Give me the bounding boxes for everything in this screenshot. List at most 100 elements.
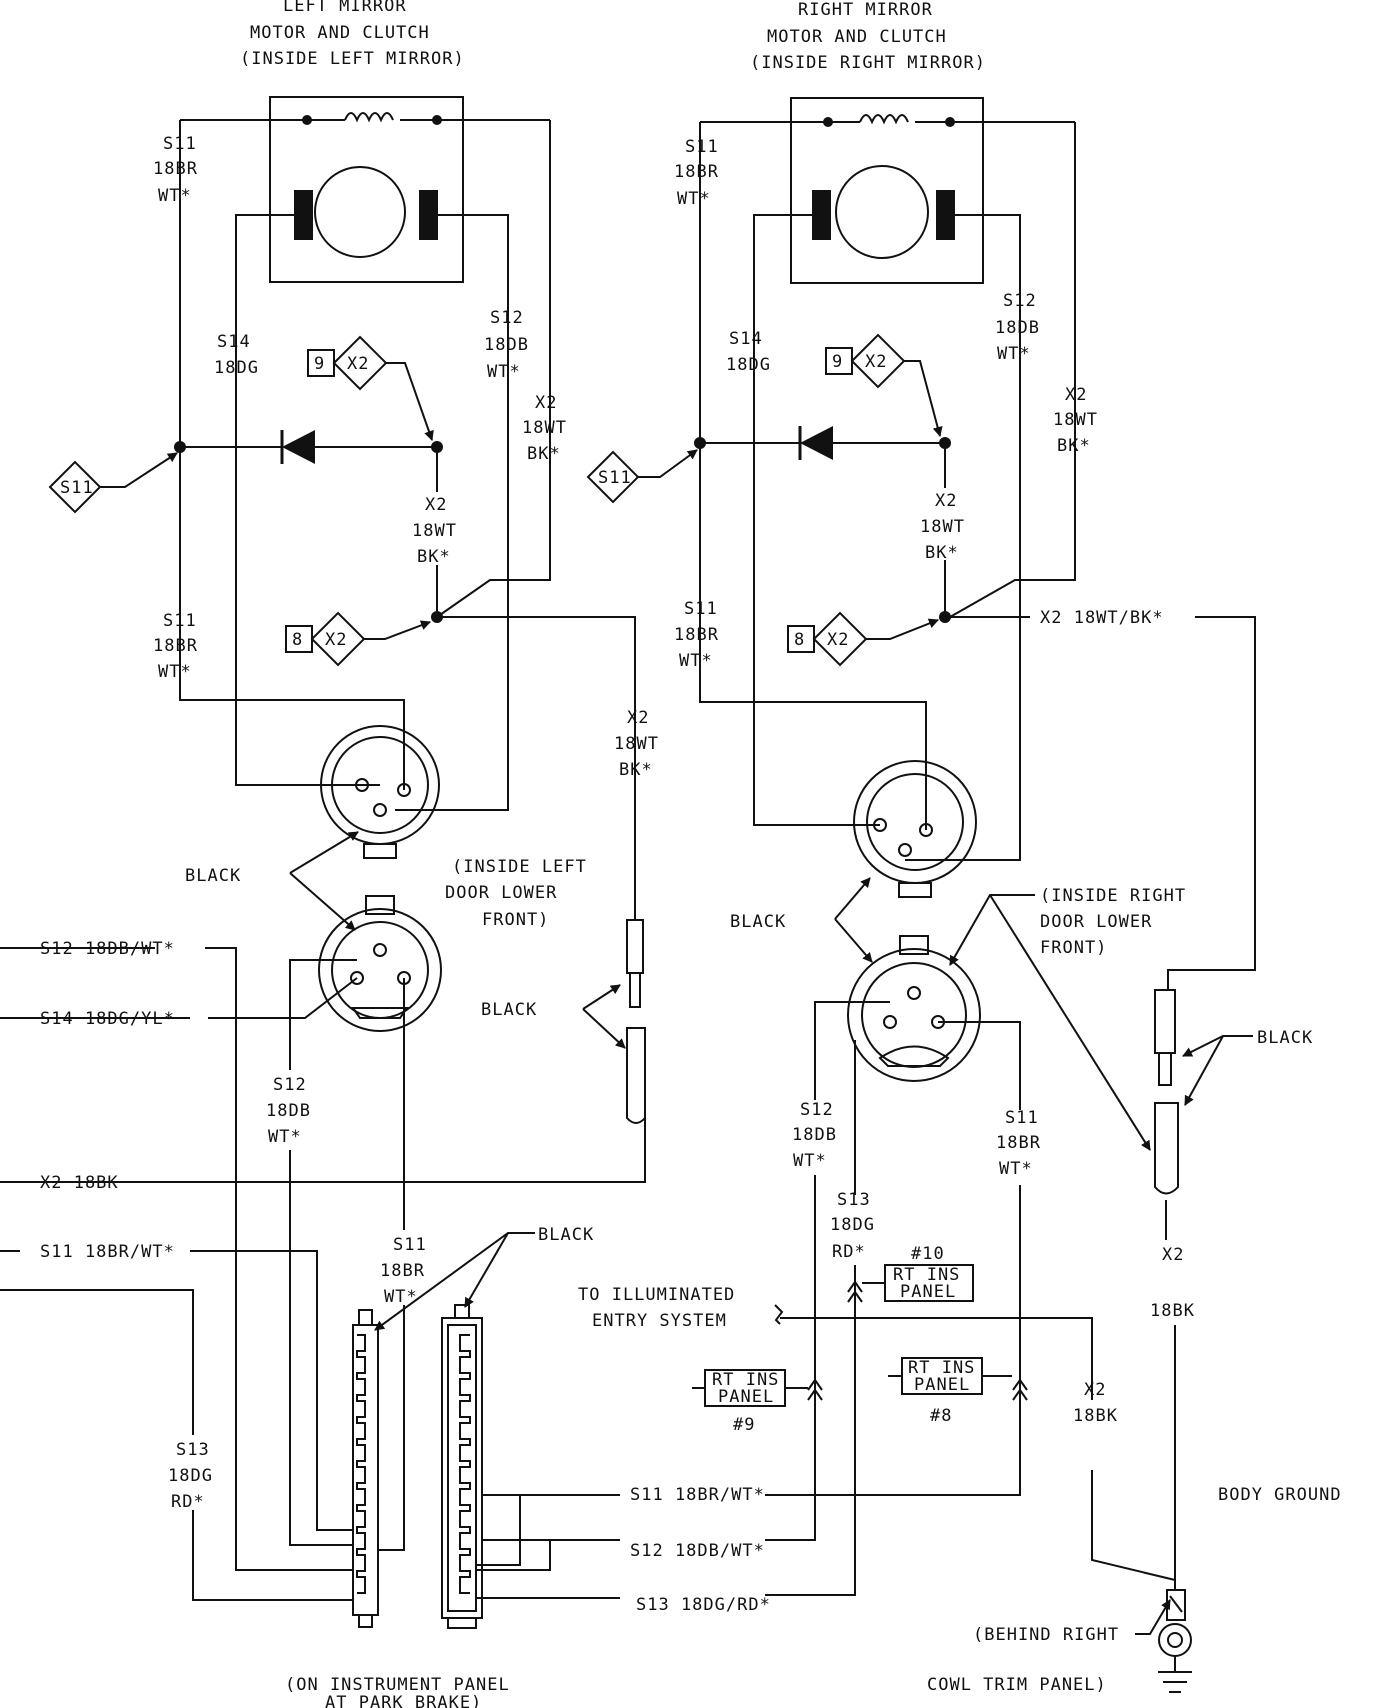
- left-black-2-arrow-b: [582, 1008, 626, 1049]
- left-black-2-arrow-a: [582, 984, 621, 1010]
- right-mirror-title-2: MOTOR AND CLUTCH: [767, 27, 947, 47]
- left-s11-color: WT*: [158, 186, 192, 206]
- right-bullet-pin: [1158, 1053, 1172, 1086]
- left-conn-8-box: [285, 625, 313, 653]
- left-mirror-title-3: (INSIDE LEFT MIRROR): [240, 49, 465, 69]
- right-3pin-connector-b-lock: [878, 1045, 950, 1067]
- right-s11l-color: WT*: [679, 651, 713, 671]
- rt-ins-8-text-1: RT INS: [908, 1358, 975, 1378]
- left-s11v-gauge: 18BR: [380, 1261, 425, 1281]
- right-s11-harness-label: S11 18BR/WT*: [630, 1485, 765, 1505]
- left-s13-label: S13: [176, 1440, 210, 1460]
- right-x2m-gauge: 18WT: [920, 517, 965, 537]
- left-s11-wire: [179, 120, 405, 790]
- left-panel-note-2: AT PARK BRAKE): [325, 1693, 482, 1708]
- left-s14-label: S14: [217, 332, 251, 352]
- left-s12-gauge: 18DB: [484, 335, 529, 355]
- left-bullet-male: [626, 919, 644, 974]
- right-s12-inline-conn: [807, 1378, 823, 1401]
- rt-ins-9-text-3: #9: [733, 1415, 755, 1435]
- left-s12-wire: [395, 214, 509, 811]
- right-door-note-3: FRONT): [1040, 938, 1107, 958]
- right-pin-a3: [898, 843, 912, 857]
- right-conn-x2-text-a: X2: [865, 352, 887, 372]
- right-coil-node-b: [945, 117, 955, 127]
- right-door-note-arrow-b: [989, 894, 1151, 1151]
- left-s11v-label: S11: [393, 1235, 427, 1255]
- left-3pin-connector-a-inner: [331, 736, 429, 834]
- right-mirror-section: RIGHT MIRROR MOTOR AND CLUTCH (INSIDE RI…: [586, 0, 1312, 1195]
- left-bullet-pin: [629, 973, 641, 1008]
- right-s11-color: WT*: [677, 189, 711, 209]
- right-diode-icon: [800, 426, 833, 460]
- right-s11-gauge: 18BR: [674, 162, 719, 182]
- left-s14-in-b: [208, 977, 358, 1019]
- left-x2r-label: X2: [535, 393, 557, 413]
- left-s12-harness-label: S12 18DB/WT*: [40, 939, 175, 959]
- right-x2-wire: [949, 122, 1076, 618]
- left-pin-a3: [373, 803, 387, 817]
- right-mirror-title-1: RIGHT MIRROR: [798, 0, 933, 20]
- right-pin-b1: [907, 986, 921, 1000]
- illum-entry-wire: [780, 1317, 1093, 1400]
- right-3pin-connector-a-inner: [866, 773, 964, 871]
- right-mirror-housing: [790, 97, 984, 284]
- ground-note-1: (BEHIND RIGHT: [973, 1625, 1119, 1645]
- right-mirror-title-3: (INSIDE RIGHT MIRROR): [750, 53, 986, 73]
- left-conn-9-text: 9: [314, 354, 325, 374]
- right-s14-label: S14: [729, 329, 763, 349]
- left-s12-label: S12: [490, 308, 524, 328]
- left-s11-tag-arrow: [100, 452, 178, 488]
- left-pin-b1: [373, 943, 387, 957]
- left-mirror-title-2: MOTOR AND CLUTCH: [250, 23, 430, 43]
- left-multi-connector-b: [441, 1304, 483, 1629]
- right-s12-wire-b: [765, 1175, 816, 1541]
- left-x2m-gauge: 18WT: [412, 521, 457, 541]
- right-3pin-connector-a: [853, 760, 977, 884]
- left-harness-section: S12 18DB/WT* S14 18DG/YL* X2 18BK S11 18…: [0, 939, 594, 1708]
- left-conn-9-arrow: [386, 362, 434, 441]
- right-s11v-label: S11: [1005, 1108, 1039, 1128]
- left-x2-out-wire: [437, 616, 636, 920]
- right-x2v2-gauge: 18BK: [1073, 1406, 1118, 1426]
- right-bullet-female: [1154, 1102, 1179, 1195]
- right-s13v-color: RD*: [832, 1242, 866, 1262]
- left-motor-brush-a: [294, 190, 313, 240]
- right-conn-x2-text-b: X2: [827, 630, 849, 650]
- left-s14-wire: [235, 214, 380, 786]
- right-s13v-label: S13: [837, 1190, 871, 1210]
- body-ground-label: BODY GROUND: [1218, 1485, 1342, 1505]
- right-s12v-color: WT*: [793, 1151, 827, 1171]
- right-s13-inline-conn: [847, 1280, 863, 1303]
- left-s11-label: S11: [163, 134, 197, 154]
- right-s11v-gauge: 18BR: [996, 1133, 1041, 1153]
- left-black-3-label: BLACK: [538, 1225, 594, 1245]
- right-harness-section: S12 18DB WT* S13 18DG RD* S11 18BR WT* S…: [475, 1001, 1342, 1695]
- left-clutch-coil-icon: [344, 112, 394, 123]
- left-motor-icon: [314, 166, 406, 258]
- left-panel-note-1: (ON INSTRUMENT PANEL: [285, 1675, 510, 1695]
- left-3pin-connector-b-inner: [331, 921, 429, 1019]
- right-s11-wire-a: [938, 1021, 1021, 1110]
- left-multi-connector-a: [352, 1309, 379, 1628]
- left-s11v-color: WT*: [384, 1287, 418, 1307]
- left-s11-harness-label: S11 18BR/WT*: [40, 1242, 175, 1262]
- left-s11l-gauge: 18BR: [153, 636, 198, 656]
- left-s11-tag-text: S11: [60, 478, 94, 498]
- left-x2l-color: BK*: [619, 760, 653, 780]
- illum-entry-text-2: ENTRY SYSTEM: [592, 1311, 727, 1331]
- left-x2l-gauge: 18WT: [614, 734, 659, 754]
- illum-entry-wire-b: [1091, 1470, 1176, 1581]
- right-motor-icon: [835, 165, 929, 259]
- right-black-label: BLACK: [730, 912, 786, 932]
- left-coil-node-a: [302, 115, 312, 125]
- right-s12-wire-a: [814, 1001, 890, 1100]
- right-x2r-label: X2: [1065, 385, 1087, 405]
- right-pin-a2: [919, 823, 933, 837]
- right-s12-label: S12: [1003, 291, 1037, 311]
- left-black-label: BLACK: [185, 866, 241, 886]
- rt-ins-8-text-2: PANEL: [914, 1375, 970, 1395]
- right-s14-gauge: 18DG: [726, 355, 771, 375]
- right-s12-gauge: 18DB: [995, 318, 1040, 338]
- right-black-arrow-a: [834, 877, 871, 920]
